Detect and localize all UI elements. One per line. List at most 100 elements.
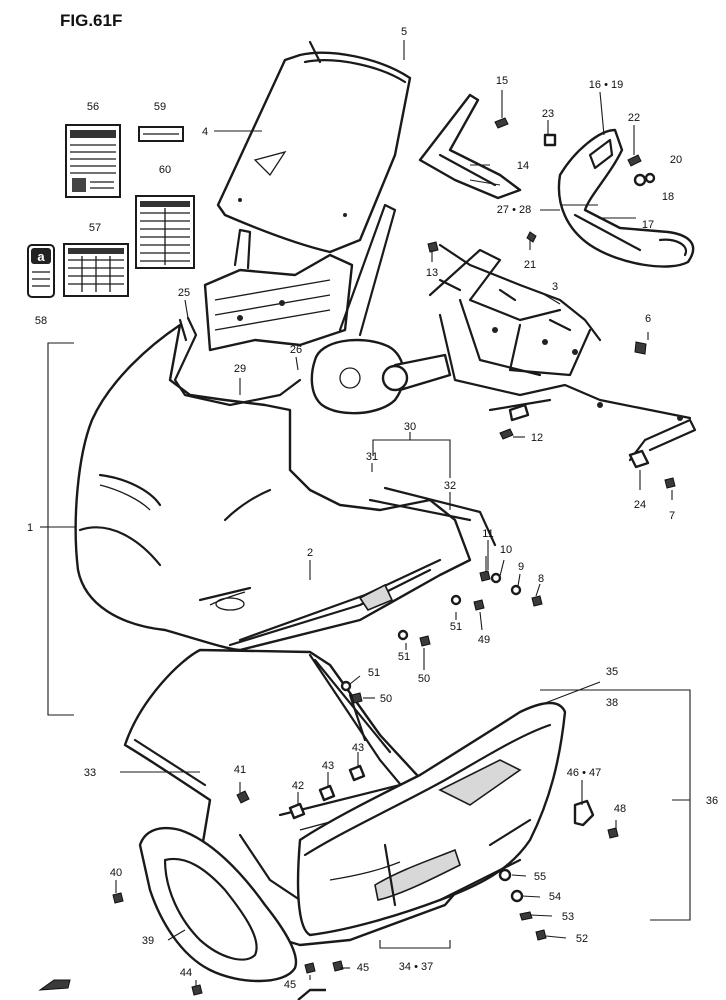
callout-21: 21 <box>524 259 536 271</box>
windscreen-part <box>216 40 412 254</box>
callout-4: 4 <box>202 126 208 138</box>
callout-10: 10 <box>500 544 512 556</box>
callout-20: 20 <box>670 154 682 166</box>
callout-38: 38 <box>606 697 618 709</box>
screw-45a <box>304 962 316 974</box>
washer-51b <box>397 629 409 641</box>
label-badge: a <box>37 249 45 264</box>
callout-49: 49 <box>478 634 490 646</box>
callout-46-47: 46 • 47 <box>567 767 601 779</box>
callout-50a: 50 <box>418 673 430 685</box>
callout-51b: 51 <box>398 651 410 663</box>
callout-56: 56 <box>87 101 99 113</box>
callout-24: 24 <box>634 499 646 511</box>
callout-18: 18 <box>662 191 674 203</box>
washer-51a <box>450 594 462 606</box>
screw-50b <box>351 692 363 704</box>
nut-53 <box>519 911 533 921</box>
leader-lines <box>40 40 691 986</box>
callout-45a: 45 <box>284 979 296 991</box>
warning-label-56 <box>65 124 121 198</box>
callout-31: 31 <box>366 451 378 463</box>
lower-fairing-right-part <box>296 701 567 937</box>
callout-26: 26 <box>290 344 302 356</box>
callout-1: 1 <box>27 522 33 534</box>
screw-8 <box>531 595 543 607</box>
screw-44 <box>191 984 203 996</box>
callout-41: 41 <box>234 764 246 776</box>
callout-44: 44 <box>180 967 192 979</box>
callout-51c: 51 <box>368 667 380 679</box>
upper-fairing-part <box>74 316 497 652</box>
nut-11 <box>479 570 491 582</box>
callout-45b: 45 <box>357 962 369 974</box>
callout-9: 9 <box>518 561 524 573</box>
screw-52 <box>535 929 547 941</box>
callout-13: 13 <box>426 267 438 279</box>
callout-25: 25 <box>178 287 190 299</box>
callout-6: 6 <box>645 313 651 325</box>
callout-43b: 43 <box>352 742 364 754</box>
instrument-bracket-part <box>203 203 397 352</box>
callout-34-37: 34 • 37 <box>399 961 433 973</box>
callout-60: 60 <box>159 164 171 176</box>
callout-48: 48 <box>614 803 626 815</box>
callout-16-19: 16 • 19 <box>589 79 623 91</box>
callout-27-28: 27 • 28 <box>497 204 531 216</box>
arrow-mark <box>297 988 326 1000</box>
screw-50a <box>419 635 431 647</box>
callout-52: 52 <box>576 933 588 945</box>
callout-29: 29 <box>234 363 246 375</box>
screw-48 <box>607 827 619 839</box>
callout-2: 2 <box>307 547 313 559</box>
screw-7 <box>664 477 676 489</box>
callout-15: 15 <box>496 75 508 87</box>
callout-12: 12 <box>531 432 543 444</box>
callout-32: 32 <box>444 480 456 492</box>
callout-33: 33 <box>84 767 96 779</box>
screw-21 <box>526 231 537 243</box>
callout-39: 39 <box>142 935 154 947</box>
bolt-22 <box>627 154 642 167</box>
callout-35: 35 <box>606 666 618 678</box>
screw-40 <box>112 892 124 904</box>
callout-55: 55 <box>534 871 546 883</box>
washer-51c <box>340 680 352 692</box>
callout-40: 40 <box>110 867 122 879</box>
fairing-frame-part <box>428 243 697 462</box>
callout-43a: 43 <box>322 760 334 772</box>
callout-30: 30 <box>404 421 416 433</box>
callout-36: 36 <box>706 795 718 807</box>
callout-11: 11 <box>482 528 493 540</box>
washer-10 <box>490 572 502 584</box>
grommet-9 <box>510 584 522 596</box>
nut-20 <box>633 173 647 187</box>
callout-5: 5 <box>401 26 407 38</box>
clip-24 <box>628 449 650 469</box>
bolt-12 <box>499 428 514 440</box>
screw-49 <box>473 599 485 611</box>
washer-18 <box>644 172 656 184</box>
callout-53: 53 <box>562 911 574 923</box>
grommet-43b <box>348 764 366 782</box>
callout-57: 57 <box>89 222 101 234</box>
grommet-42 <box>288 802 306 820</box>
collar-54 <box>510 889 524 903</box>
warning-label-60 <box>135 195 195 269</box>
under-cowl-part <box>138 826 298 983</box>
callout-51a: 51 <box>450 621 462 633</box>
callout-59: 59 <box>154 101 166 113</box>
screw-45b <box>332 960 344 972</box>
warning-label-57 <box>63 243 129 297</box>
warning-label-58: a <box>27 244 55 298</box>
callout-22: 22 <box>628 112 640 124</box>
callout-17: 17 <box>642 219 654 231</box>
screw-13 <box>427 241 439 253</box>
mirror-housing-part <box>557 128 695 268</box>
callout-50b: 50 <box>380 693 392 705</box>
callout-labels: 1 2 3 4 5 6 7 8 9 10 11 12 13 14 15 16 •… <box>27 26 718 991</box>
grommet-23 <box>543 133 557 147</box>
grommet-41 <box>236 790 250 804</box>
callout-7: 7 <box>669 510 675 522</box>
